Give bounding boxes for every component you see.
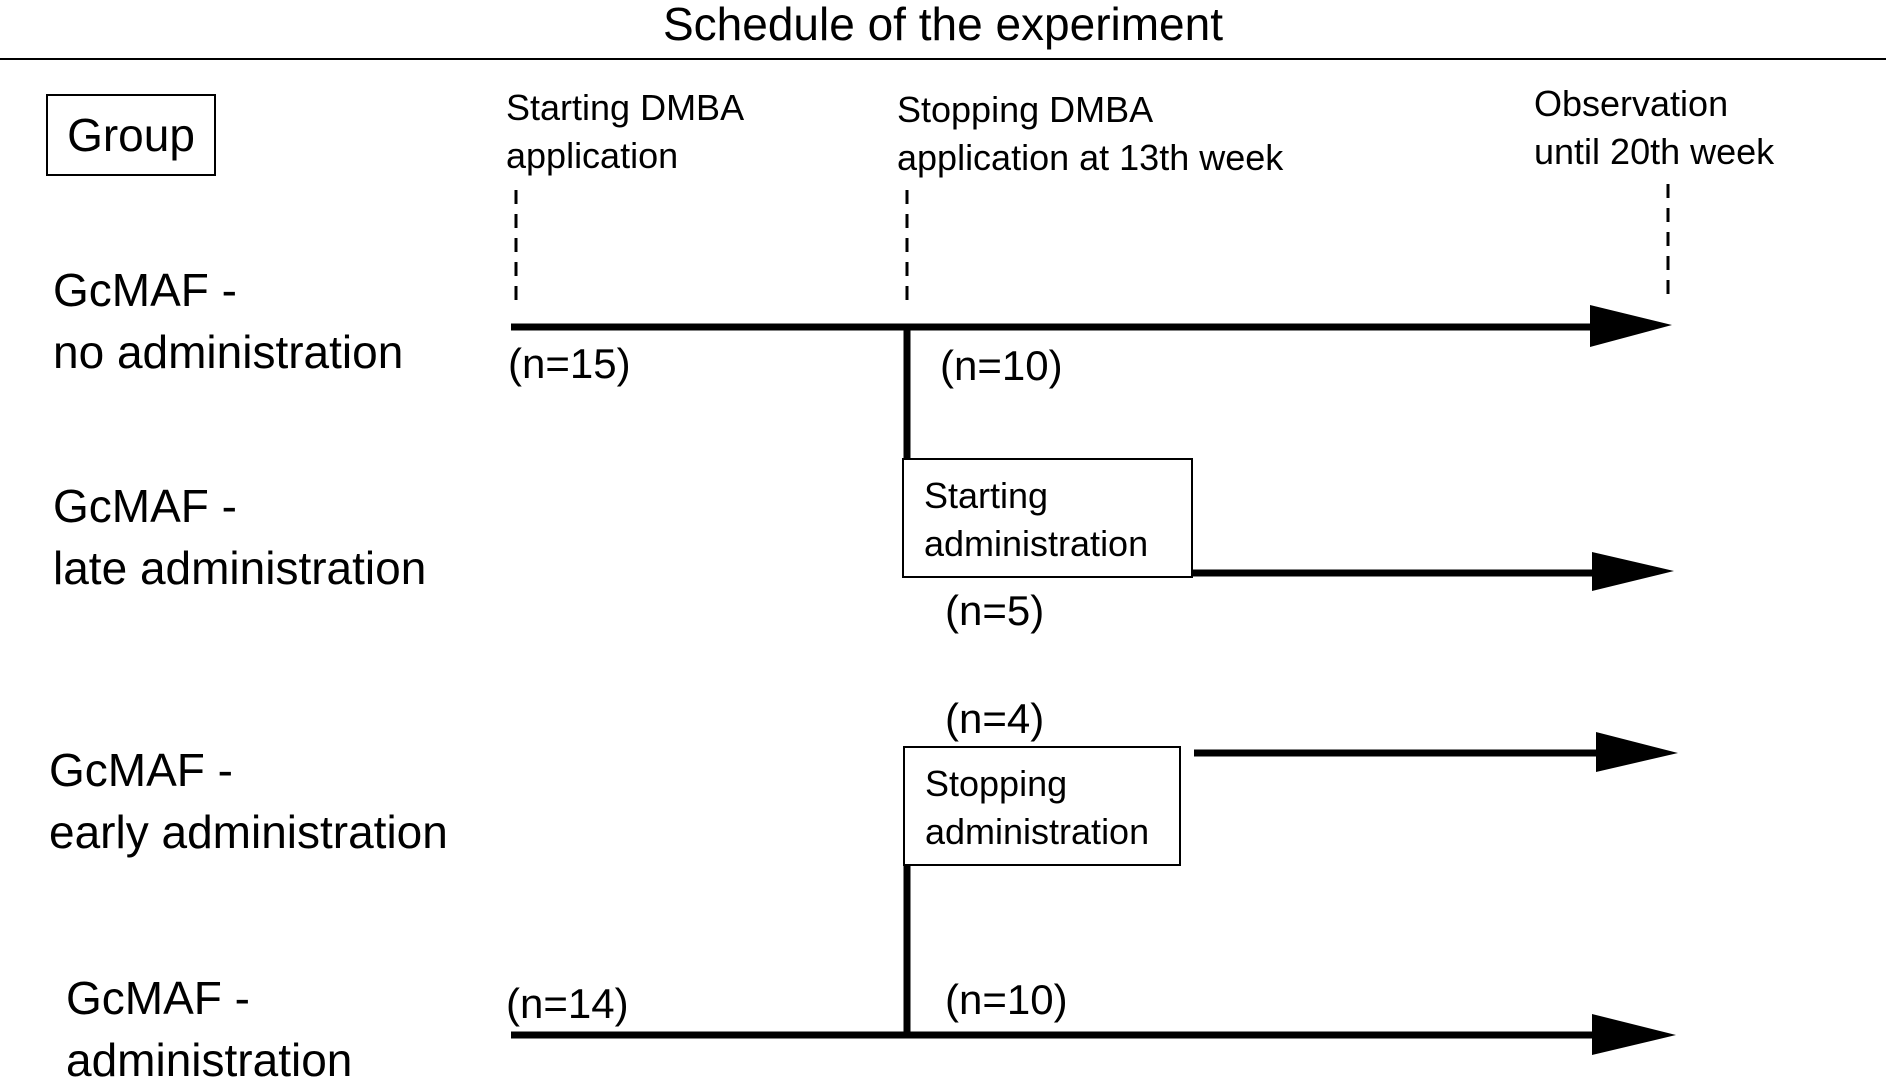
group-label-line2: early administration (49, 806, 448, 858)
arrowhead-administration (1592, 1014, 1676, 1055)
count-early-admin: (n=4) (945, 695, 1045, 742)
count-no-admin-after: (n=10) (940, 342, 1063, 389)
stopping-box-line1: Stopping (925, 763, 1068, 804)
count-no-admin-before: (n=15) (508, 340, 631, 387)
stopping-box-line2: administration (925, 811, 1150, 852)
column-label-stop-line1: Stopping DMBA (897, 89, 1154, 130)
group-label-no-administration: GcMAF - no administration (53, 259, 403, 383)
arrowhead-no-administration (1590, 305, 1672, 347)
group-label-line2: administration (66, 1034, 353, 1086)
stopping-administration-box: Stopping administration (903, 746, 1181, 866)
diagram-title: Schedule of the experiment (662, 0, 1224, 50)
group-label-early-administration: GcMAF - early administration (49, 739, 448, 863)
title-divider (0, 58, 1886, 60)
column-label-stop-line2: application at 13th week (897, 137, 1284, 178)
group-label-line1: GcMAF - (53, 264, 237, 316)
group-header-label: Group (67, 109, 195, 161)
column-label-stop-dmba: Stopping DMBA application at 13th week (897, 86, 1283, 182)
column-label-observation: Observation until 20th week (1534, 80, 1774, 176)
column-label-start-line1: Starting DMBA (506, 87, 745, 128)
column-label-start-line2: application (506, 135, 679, 176)
count-late-admin: (n=5) (945, 587, 1045, 634)
starting-box-line2: administration (924, 523, 1149, 564)
starting-administration-box: Starting administration (902, 458, 1193, 578)
column-label-observation-line2: until 20th week (1534, 131, 1775, 172)
column-label-observation-line1: Observation (1534, 83, 1729, 124)
group-label-line1: GcMAF - (53, 480, 237, 532)
group-label-line1: GcMAF - (49, 744, 233, 796)
group-label-line2: no administration (53, 326, 404, 378)
group-label-line1: GcMAF - (66, 972, 250, 1024)
arrowhead-early-administration (1596, 732, 1678, 772)
arrowhead-late-administration (1592, 552, 1674, 591)
group-label-line2: late administration (53, 542, 427, 594)
starting-box-line1: Starting (924, 475, 1049, 516)
group-header-box: Group (46, 94, 216, 176)
count-admin-before: (n=14) (506, 980, 629, 1027)
count-admin-after: (n=10) (945, 976, 1068, 1023)
column-label-start-dmba: Starting DMBA application (506, 84, 744, 180)
group-label-administration: GcMAF - administration (66, 967, 352, 1091)
group-label-late-administration: GcMAF - late administration (53, 475, 426, 599)
